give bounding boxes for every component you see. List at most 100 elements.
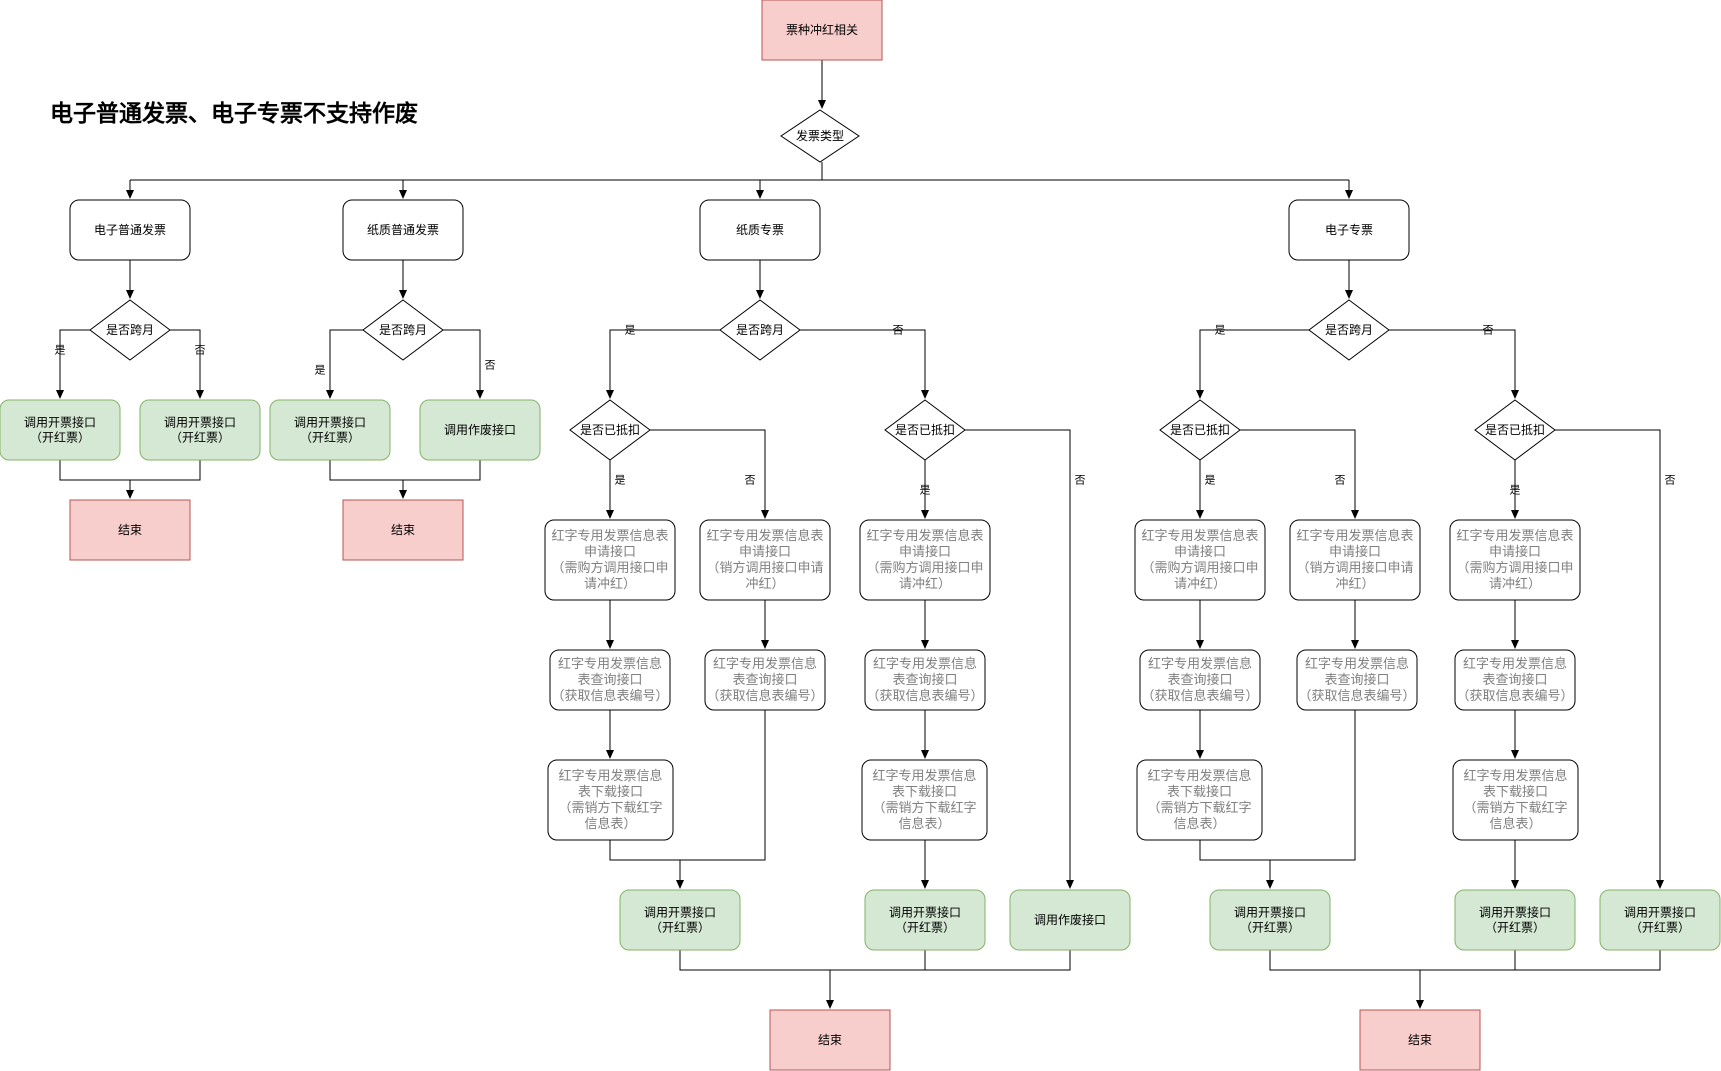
node-g4c: 调用开票接口（开红票） — [1599, 889, 1721, 951]
edge-label: 是 — [1510, 484, 1521, 497]
process-box — [1139, 649, 1261, 711]
decision-diamond — [1474, 399, 1556, 461]
node-a5: 红字专用发票信息表申请接口（销方调用接口申请冲红） — [1289, 519, 1421, 601]
node-g1b: 调用开票接口（开红票） — [139, 399, 261, 461]
flow-edge — [59, 460, 201, 481]
node-d4: 是否跨月 — [1308, 299, 1390, 361]
node-label: 是否跨月 — [1325, 323, 1373, 337]
node-label: 红字专用发票信息表申请接口（需购方调用接口申请冲红） — [1141, 528, 1258, 592]
edge-label: 是 — [920, 484, 931, 497]
process-box — [419, 399, 541, 461]
process-box — [547, 759, 674, 841]
process-box — [269, 399, 391, 461]
node-label: 调用作废接口 — [444, 422, 516, 437]
node-q5: 红字专用发票信息表查询接口（获取信息表编号） — [1296, 649, 1418, 711]
node-label: 红字专用发票信息表下载接口（需销方下载红字信息表） — [872, 768, 976, 832]
node-d1: 是否跨月 — [89, 299, 171, 361]
process-box — [0, 399, 121, 461]
edge-label: 否 — [1335, 474, 1346, 487]
node-label: 红字专用发票信息表查询接口（获取信息表编号） — [706, 656, 823, 704]
process-box — [1599, 889, 1721, 951]
flow-edge — [1196, 329, 1309, 399]
node-a3: 红字专用发票信息表申请接口（需购方调用接口申请冲红） — [859, 519, 991, 601]
decision-diamond — [89, 299, 171, 361]
process-box — [1009, 889, 1131, 951]
flow-edge — [965, 429, 1074, 889]
flow-edge — [606, 329, 720, 399]
node-d4b: 是否已抵扣 — [1474, 399, 1556, 461]
edge-label: 否 — [1483, 324, 1494, 337]
flow-edge — [170, 329, 204, 399]
node-label: 是否跨月 — [736, 323, 784, 337]
node-g2a: 调用开票接口（开红票） — [269, 399, 391, 461]
node-a6: 红字专用发票信息表申请接口（需购方调用接口申请冲红） — [1449, 519, 1581, 601]
process-box — [549, 649, 671, 711]
node-label: 红字专用发票信息表下载接口（需销方下载红字信息表） — [558, 768, 662, 832]
terminal-box — [69, 499, 191, 561]
node-e4: 电子专票 — [1288, 199, 1410, 261]
flow-edge — [1555, 429, 1664, 889]
node-w4: 红字专用发票信息表下载接口（需销方下载红字信息表） — [1452, 759, 1579, 841]
node-label: 红字专用发票信息表查询接口（获取信息表编号） — [551, 656, 668, 704]
node-label: 纸质普通发票 — [367, 222, 439, 237]
flow-edge — [329, 460, 481, 481]
node-label: 红字专用发票信息表查询接口（获取信息表编号） — [1298, 656, 1415, 704]
node-label: 调用开票接口（开红票） — [1624, 905, 1696, 935]
edge-label: 否 — [893, 324, 904, 337]
flow-edge — [56, 329, 90, 399]
node-label: 调用开票接口（开红票） — [164, 415, 236, 445]
terminal-box — [769, 1009, 891, 1071]
node-label: 是否已抵扣 — [1170, 423, 1230, 437]
terminal-box — [1359, 1009, 1481, 1071]
process-box — [1454, 649, 1576, 711]
node-q6: 红字专用发票信息表查询接口（获取信息表编号） — [1454, 649, 1576, 711]
node-e3: 纸质专票 — [699, 199, 821, 261]
node-label: 红字专用发票信息表下载接口（需销方下载红字信息表） — [1147, 768, 1251, 832]
decision-diamond — [884, 399, 966, 461]
terminal-box — [761, 0, 883, 61]
flow-edge — [1389, 329, 1519, 399]
edge-label: 是 — [1205, 474, 1216, 487]
node-q1: 红字专用发票信息表查询接口（获取信息表编号） — [549, 649, 671, 711]
node-label: 红字专用发票信息表申请接口（销方调用接口申请冲红） — [706, 528, 823, 592]
node-label: 结束 — [391, 523, 415, 537]
node-label: 调用作废接口 — [1034, 912, 1106, 927]
node-label: 调用开票接口（开红票） — [24, 415, 96, 445]
note-title: 电子普通发票、电子专票不支持作废 — [50, 101, 418, 127]
node-label: 红字专用发票信息表申请接口（需购方调用接口申请冲红） — [1456, 528, 1573, 592]
node-e2: 纸质普通发票 — [342, 199, 464, 261]
flow-edge — [1199, 840, 1274, 889]
node-w1: 红字专用发票信息表下载接口（需销方下载红字信息表） — [547, 759, 674, 841]
node-d2: 是否跨月 — [362, 299, 444, 361]
node-label: 是否已抵扣 — [895, 423, 955, 437]
edge-label: 是 — [625, 324, 636, 337]
node-w2: 红字专用发票信息表下载接口（需销方下载红字信息表） — [861, 759, 988, 841]
node-a2: 红字专用发票信息表申请接口（销方调用接口申请冲红） — [699, 519, 831, 601]
node-label: 结束 — [818, 1033, 842, 1047]
node-label: 票种冲红相关 — [786, 22, 858, 37]
node-a4: 红字专用发票信息表申请接口（需购方调用接口申请冲红） — [1134, 519, 1266, 601]
process-box — [342, 199, 464, 261]
node-label: 红字专用发票信息表申请接口（需购方调用接口申请冲红） — [866, 528, 983, 592]
decision-diamond — [569, 399, 651, 461]
node-end3: 结束 — [769, 1009, 891, 1071]
node-label: 是否已抵扣 — [580, 423, 640, 437]
edge-label: 否 — [1665, 474, 1676, 487]
flowchart-edge-labels: 是否是否是否是否是否是否是否是否 — [55, 324, 1676, 497]
process-box — [544, 519, 676, 601]
node-label: 调用开票接口（开红票） — [1479, 905, 1551, 935]
node-e1: 电子普通发票 — [69, 199, 191, 261]
process-box — [1288, 199, 1410, 261]
node-label: 是否跨月 — [379, 323, 427, 337]
node-label: 调用开票接口（开红票） — [1234, 905, 1306, 935]
node-d3b: 是否已抵扣 — [884, 399, 966, 461]
flow-edge — [650, 429, 769, 519]
edge-label: 是 — [315, 364, 326, 377]
process-box — [1452, 759, 1579, 841]
edge-label: 否 — [485, 359, 496, 372]
node-start: 票种冲红相关 — [761, 0, 883, 61]
flow-edge — [679, 950, 1071, 971]
process-box — [704, 649, 826, 711]
